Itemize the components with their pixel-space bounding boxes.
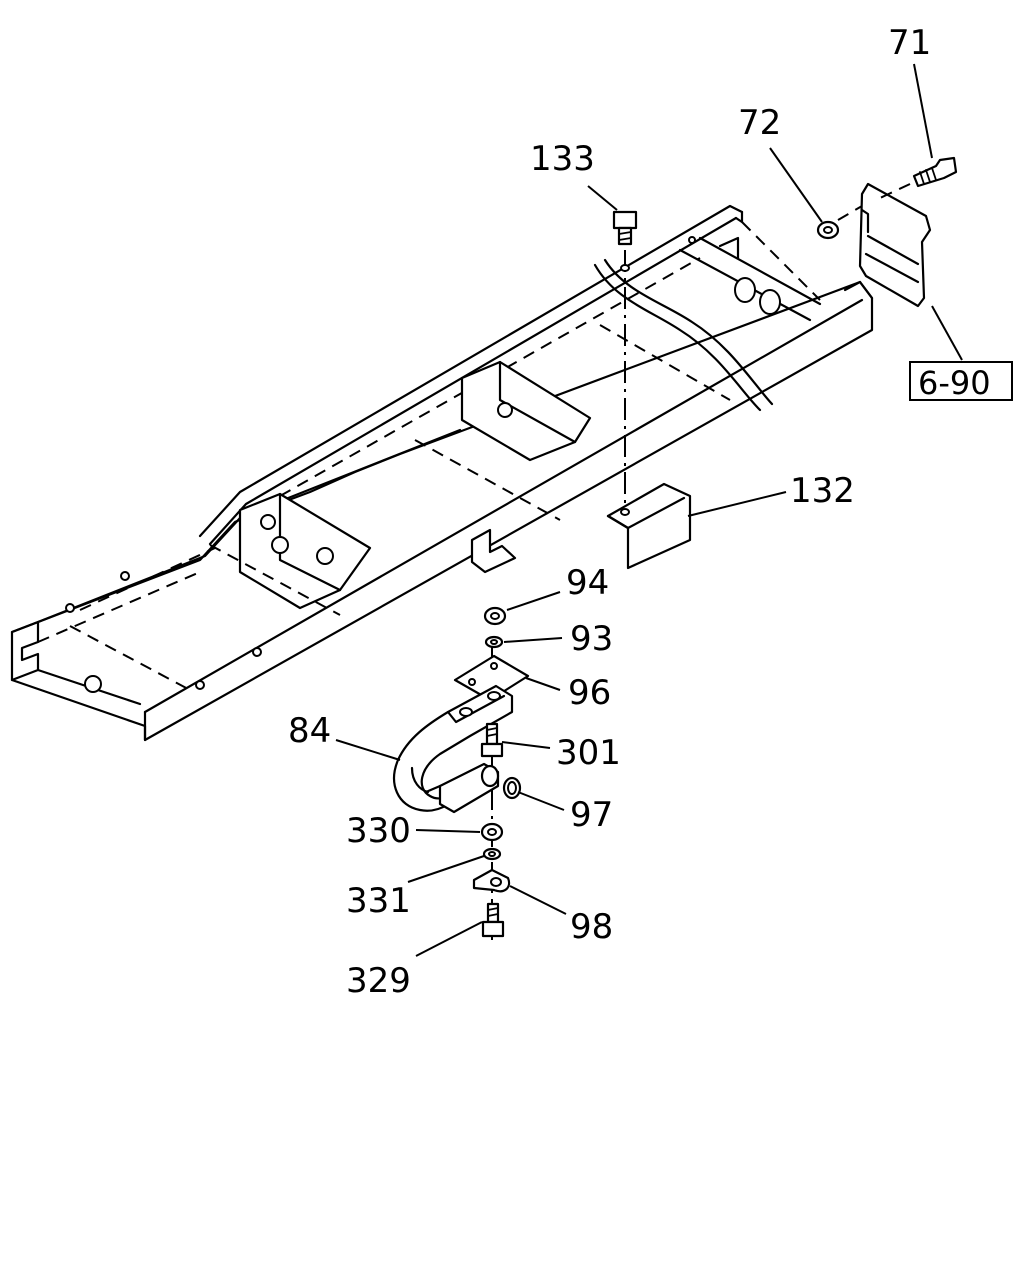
pin-97: [424, 762, 522, 814]
bolt-133: [612, 210, 638, 272]
reference-box: 6-90: [909, 361, 1013, 402]
callout-301: 301: [556, 733, 621, 773]
callout-98: 98: [570, 907, 613, 947]
washer-331: [482, 847, 502, 861]
reference-box-label: 6-90: [918, 364, 991, 402]
callout-97: 97: [570, 795, 613, 835]
plate-96: [453, 654, 530, 702]
mounting-bracket: [837, 182, 932, 308]
callout-133: 133: [530, 139, 595, 179]
callout-72: 72: [738, 103, 781, 143]
washer-93: [484, 635, 504, 649]
chassis-frame: [10, 204, 874, 742]
callout-84: 84: [288, 711, 331, 751]
callout-96: 96: [568, 673, 611, 713]
callout-71: 71: [888, 23, 931, 63]
callout-93: 93: [570, 619, 613, 659]
bolt-71: [879, 156, 958, 199]
nut-94: [483, 606, 507, 626]
nut-330: [480, 822, 504, 842]
nut-72: [816, 220, 840, 240]
callout-329: 329: [346, 961, 411, 1001]
bolt-329: [481, 902, 505, 938]
callout-132: 132: [790, 471, 855, 511]
bolt-301: [480, 722, 504, 758]
bracket-132: [606, 482, 692, 570]
callout-94: 94: [566, 563, 609, 603]
callout-331: 331: [346, 881, 411, 921]
callout-330: 330: [346, 811, 411, 851]
retainer-98: [472, 868, 511, 893]
